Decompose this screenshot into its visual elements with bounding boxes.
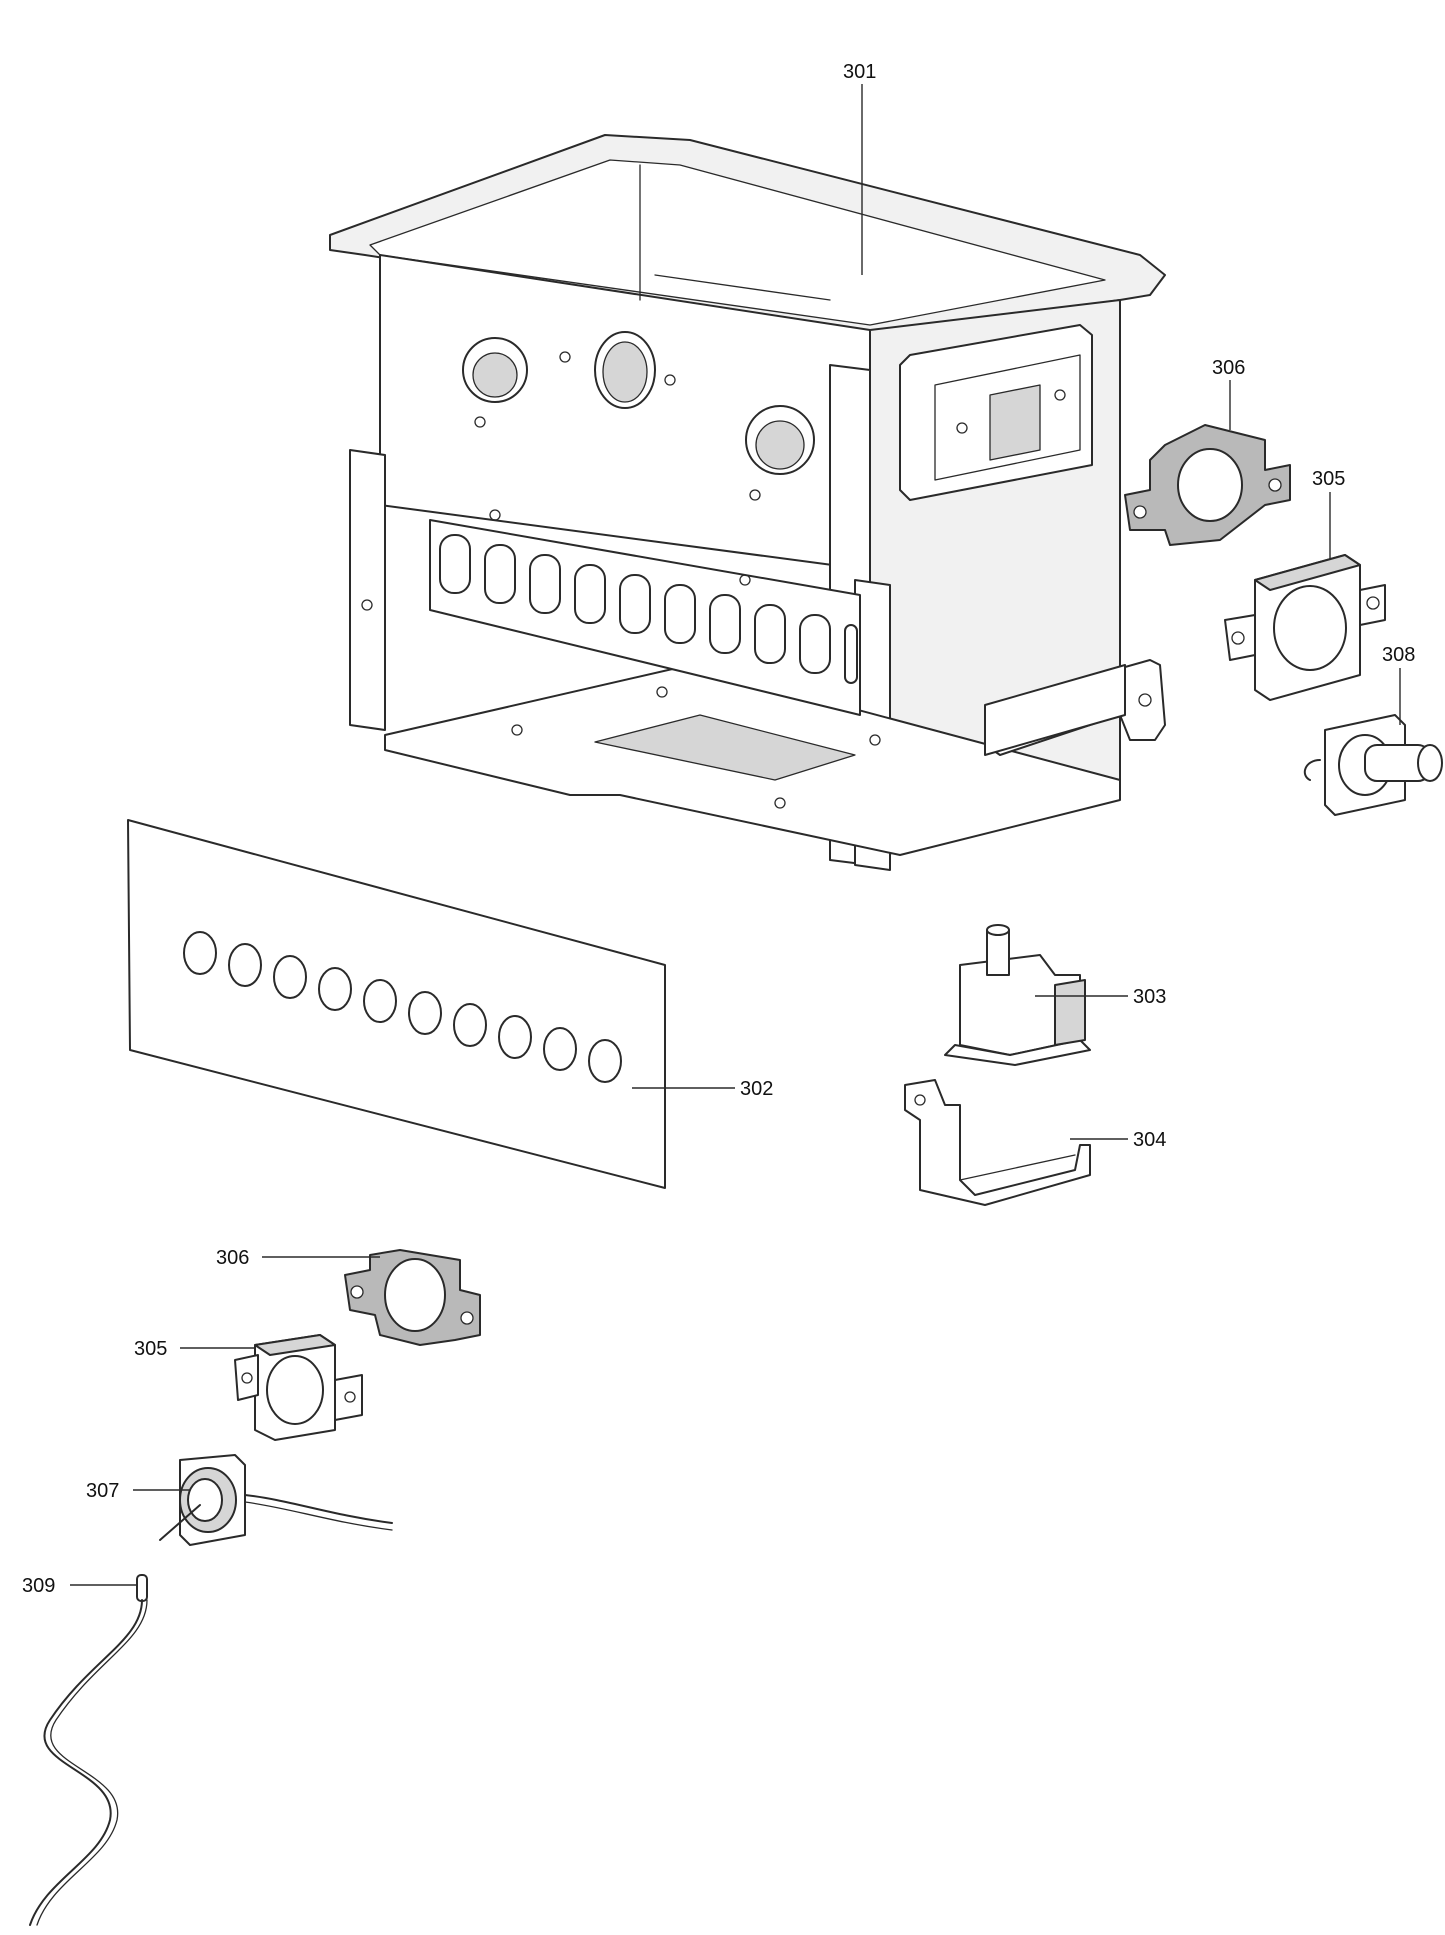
part-305-frame-lower: [234, 1334, 363, 1441]
label-303: 303: [1133, 986, 1166, 1008]
label-304: 304: [1133, 1129, 1166, 1151]
part-306-gasket-lower: [344, 1249, 481, 1346]
part-301-housing: [329, 134, 1166, 871]
label-302: 302: [740, 1078, 773, 1100]
part-303-ignition-unit: [944, 924, 1091, 1066]
label-309: 309: [22, 1575, 55, 1597]
label-301: 301: [843, 61, 876, 83]
label-306a: 306: [1212, 357, 1245, 379]
label-307: 307: [86, 1480, 119, 1502]
leader-lines: [70, 84, 1401, 1586]
label-305b: 305: [134, 1338, 167, 1360]
label-305a: 305: [1312, 468, 1345, 490]
part-302-gasket-plate: [127, 819, 666, 1189]
label-308: 308: [1382, 644, 1415, 666]
part-labels: 301 302 303 304 305 306 308 306 305 307 …: [22, 61, 1415, 1597]
part-308-sight-glass: [1303, 714, 1443, 816]
part-306-gasket-right: [1124, 424, 1291, 546]
part-307-electrode: [159, 1454, 393, 1546]
part-304-bracket: [904, 1079, 1091, 1206]
part-305-frame-right: [1224, 554, 1386, 701]
burner-slots: [439, 534, 858, 684]
part-309-sensor-wire: [29, 1574, 148, 1926]
label-306b: 306: [216, 1247, 249, 1269]
